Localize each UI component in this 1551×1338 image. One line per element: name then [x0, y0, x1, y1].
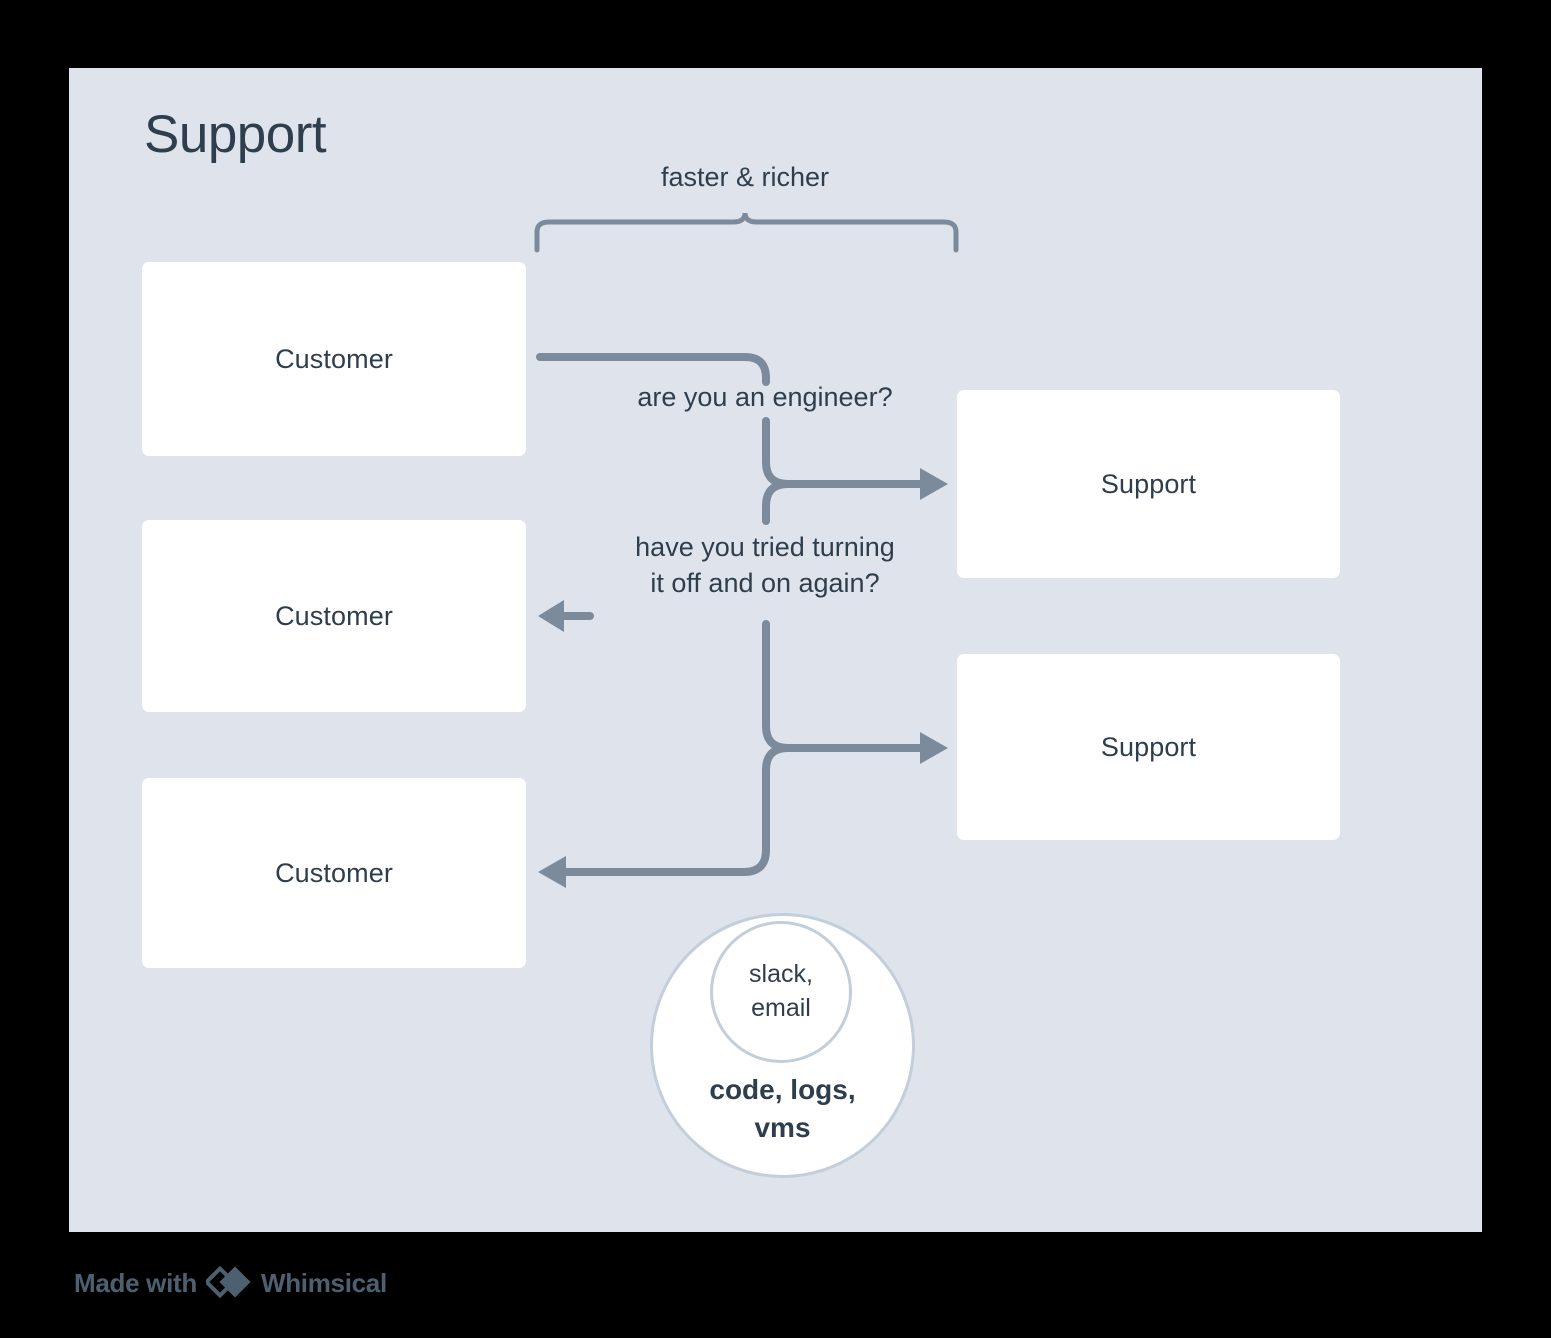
node-support-1[interactable]: Support: [957, 390, 1340, 578]
node-customer-3[interactable]: Customer: [142, 778, 526, 968]
node-label: Customer: [275, 343, 393, 374]
bracket-label: faster & richer: [660, 162, 830, 192]
circle-inner-label: slack, email: [749, 960, 813, 1022]
node-label: Support: [1100, 731, 1197, 762]
node-label: Customer: [275, 857, 393, 888]
node-support-2[interactable]: Support: [957, 654, 1340, 840]
node-customer-1[interactable]: Customer: [142, 262, 526, 456]
made-with-label: Made with: [74, 1267, 197, 1298]
circle-outer-label: code, logs, vms: [709, 1074, 856, 1144]
node-customer-2[interactable]: Customer: [142, 520, 526, 712]
circle-inner-slack-email[interactable]: slack, email: [710, 921, 852, 1063]
node-label: Customer: [275, 600, 393, 631]
whimsical-logo-icon: [205, 1266, 251, 1299]
edge-label-engineer-question: are you an engineer?: [637, 382, 893, 412]
node-label: Support: [1100, 468, 1197, 499]
page-title: Support: [144, 105, 327, 164]
edge-label-reboot-question: have you tried turning it off and on aga…: [635, 532, 895, 598]
brand-label: Whimsical: [260, 1267, 387, 1298]
whimsical-watermark: Made with Whimsical: [74, 1266, 387, 1300]
